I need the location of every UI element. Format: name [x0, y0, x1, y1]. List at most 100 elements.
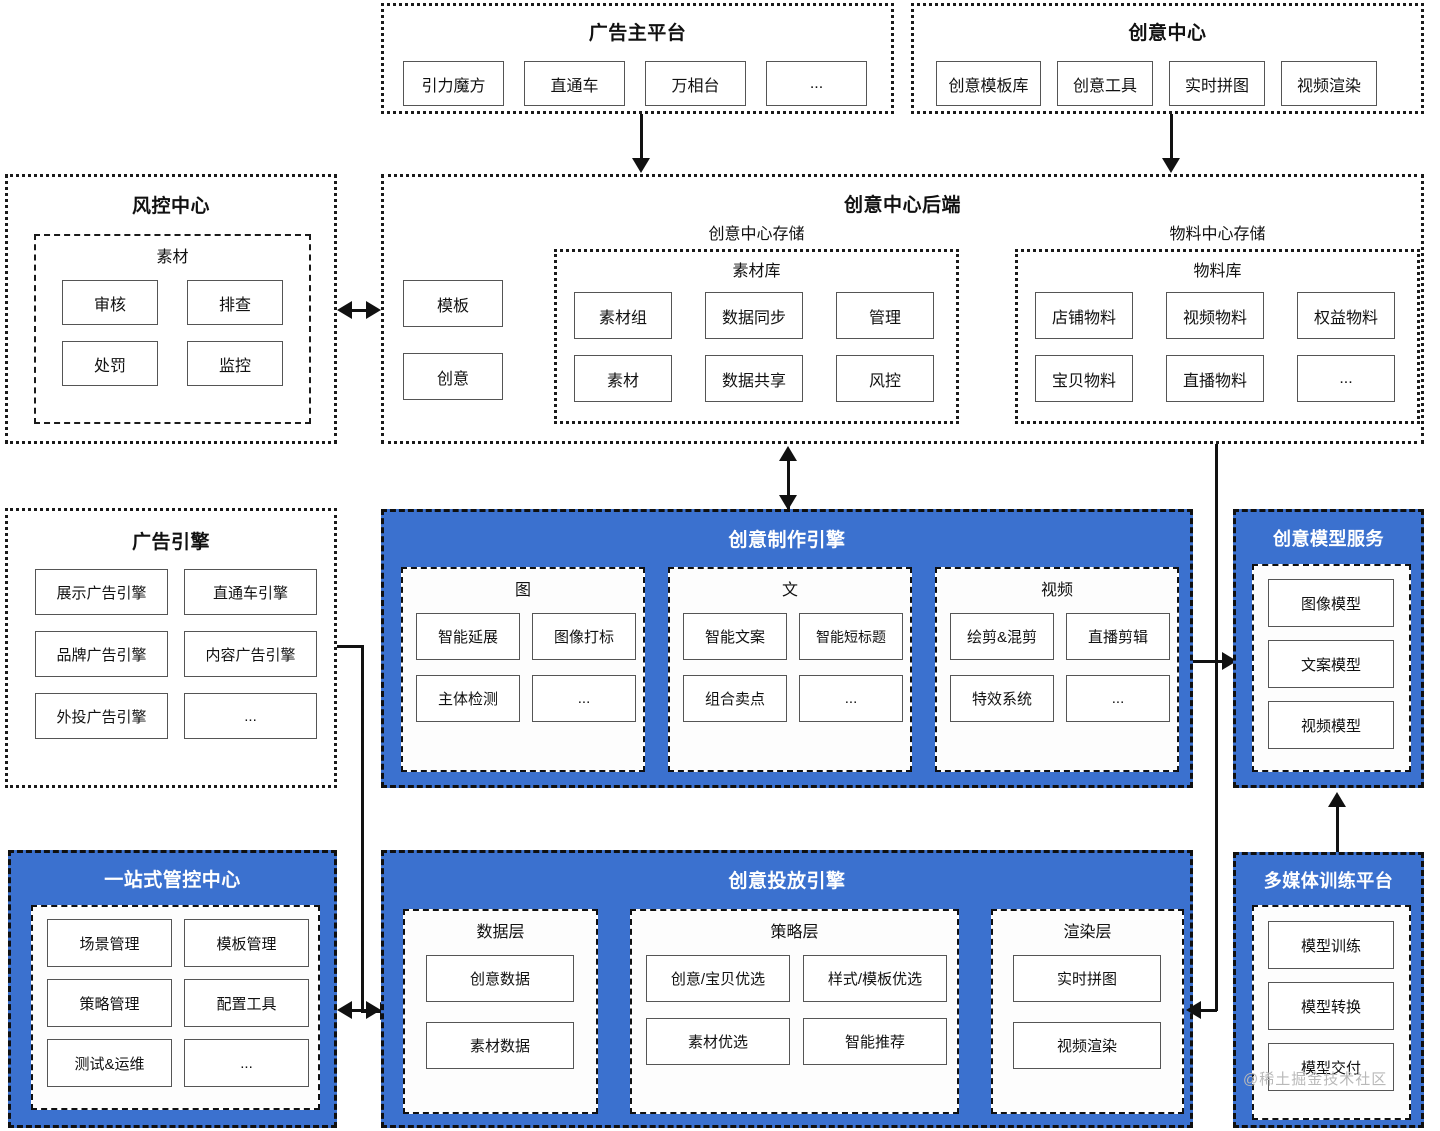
delivery-item[interactable]: 样式/模板优选	[803, 955, 947, 1002]
material-storage-item[interactable]: 直播物料	[1166, 355, 1264, 402]
creative-storage-item[interactable]: 素材	[574, 355, 672, 402]
panel-creative-model-service: 创意模型服务 图像模型 文案模型 视频模型	[1233, 509, 1424, 788]
delivery-item[interactable]: 实时拼图	[1013, 955, 1161, 1002]
delivery-item[interactable]: 创意数据	[426, 955, 574, 1002]
delivery-column-data: 数据层 创意数据 素材数据	[403, 909, 598, 1114]
creative-backend-left-item[interactable]: 创意	[403, 353, 503, 400]
control-center-item[interactable]: 测试&运维	[47, 1039, 172, 1087]
control-center-item[interactable]: 策略管理	[47, 979, 172, 1027]
production-item[interactable]: 绘剪&混剪	[950, 613, 1054, 660]
material-storage-item[interactable]: 视频物料	[1166, 292, 1264, 339]
creative-storage-item[interactable]: 数据同步	[705, 292, 803, 339]
risk-center-item[interactable]: 排查	[187, 280, 283, 325]
creative-storage-item[interactable]: 数据共享	[705, 355, 803, 402]
control-center-item[interactable]: ...	[184, 1039, 309, 1087]
model-service-item[interactable]: 文案模型	[1268, 640, 1394, 688]
material-storage-item[interactable]: 宝贝物料	[1035, 355, 1133, 402]
production-column-image: 图 智能延展 图像打标 主体检测 ...	[401, 567, 645, 772]
ad-engine-item[interactable]: 展示广告引擎	[35, 569, 168, 615]
connector-control-to-delivery	[344, 1009, 374, 1012]
production-item[interactable]: ...	[799, 675, 903, 722]
risk-center-item[interactable]: 处罚	[62, 341, 158, 386]
production-item[interactable]: ...	[532, 675, 636, 722]
production-item[interactable]: 主体检测	[416, 675, 520, 722]
creative-center-item[interactable]: 创意工具	[1057, 61, 1153, 106]
connector-backend-to-production	[787, 452, 790, 509]
group-risk-center: 风控中心 素材 审核 排查 处罚 监控	[5, 174, 337, 444]
group-creative-backend: 创意中心后端 模板 创意 创意中心存储 素材库 素材组 数据同步 管理 素材 数…	[381, 174, 1424, 444]
production-item[interactable]: 智能延展	[416, 613, 520, 660]
connector-right-rail-lower	[1215, 660, 1218, 1011]
watermark: @稀土掘金技术社区	[1243, 1071, 1388, 1088]
material-library-title-2: 物料库	[1193, 263, 1242, 280]
advertiser-platform-item[interactable]: 引力魔方	[403, 61, 504, 106]
risk-center-item[interactable]: 审核	[62, 280, 158, 325]
arrow-training-to-model	[1328, 792, 1346, 807]
creative-storage-item[interactable]: 风控	[836, 355, 934, 402]
arrow-control-to-delivery	[366, 1001, 381, 1019]
connector-training-to-model	[1336, 800, 1339, 852]
panel-creative-production-engine: 创意制作引擎 图 智能延展 图像打标 主体检测 ... 文 智能文案 智能短标题…	[381, 509, 1193, 788]
advertiser-platform-item[interactable]: 万相台	[645, 61, 746, 106]
production-item[interactable]: 图像打标	[532, 613, 636, 660]
production-column-text: 文 智能文案 智能短标题 组合卖点 ...	[668, 567, 912, 772]
connector-production-to-model	[1193, 660, 1226, 663]
delivery-item[interactable]: 创意/宝贝优选	[646, 955, 790, 1002]
creative-delivery-engine-title: 创意投放引擎	[728, 871, 846, 892]
control-center-title: 一站式管控中心	[104, 870, 241, 891]
control-center-item[interactable]: 模板管理	[184, 919, 309, 967]
material-storage-item[interactable]: ...	[1297, 355, 1395, 402]
ad-engine-item[interactable]: ...	[184, 693, 317, 739]
delivery-item[interactable]: 视频渲染	[1013, 1022, 1161, 1069]
delivery-column-render: 渲染层 实时拼图 视频渲染	[991, 909, 1184, 1114]
risk-center-item[interactable]: 监控	[187, 341, 283, 386]
advertiser-platform-item[interactable]: ...	[766, 61, 867, 106]
production-item[interactable]: 组合卖点	[683, 675, 787, 722]
model-service-item[interactable]: 图像模型	[1268, 579, 1394, 627]
production-item[interactable]: 智能短标题	[799, 613, 903, 660]
delivery-item[interactable]: 素材优选	[646, 1018, 790, 1065]
ad-engine-item[interactable]: 外投广告引擎	[35, 693, 168, 739]
risk-center-title: 风控中心	[131, 196, 210, 217]
production-column-video: 视频 绘剪&混剪 直播剪辑 特效系统 ...	[935, 567, 1179, 772]
arrow-backend-to-delivery	[1186, 1001, 1201, 1019]
training-platform-item[interactable]: 模型转换	[1268, 982, 1394, 1030]
control-center-inner: 场景管理 模板管理 策略管理 配置工具 测试&运维 ...	[31, 905, 320, 1110]
creative-center-item[interactable]: 实时拼图	[1169, 61, 1265, 106]
ad-engine-item[interactable]: 品牌广告引擎	[35, 631, 168, 677]
training-platform-item[interactable]: 模型训练	[1268, 921, 1394, 969]
creative-storage-item[interactable]: 素材组	[574, 292, 672, 339]
delivery-item[interactable]: 素材数据	[426, 1022, 574, 1069]
delivery-column-title: 数据层	[476, 924, 525, 941]
arrow-delivery-to-control	[337, 1001, 352, 1019]
creative-production-engine-title: 创意制作引擎	[728, 530, 846, 551]
ad-engine-item[interactable]: 直通车引擎	[184, 569, 317, 615]
delivery-column-title: 渲染层	[1063, 924, 1112, 941]
creative-backend-left-item[interactable]: 模板	[403, 280, 503, 327]
arrow-risk-to-backend	[366, 301, 381, 319]
risk-center-material-title: 素材	[156, 249, 189, 266]
advertiser-platform-item[interactable]: 直通车	[524, 61, 625, 106]
connector-backend-down-right	[1215, 444, 1218, 662]
material-storage-item[interactable]: 店铺物料	[1035, 292, 1133, 339]
control-center-item[interactable]: 场景管理	[47, 919, 172, 967]
connector-advertiser-to-backend	[640, 114, 643, 164]
creative-center-item[interactable]: 视频渲染	[1281, 61, 1377, 106]
model-service-item[interactable]: 视频模型	[1268, 701, 1394, 749]
production-item[interactable]: 智能文案	[683, 613, 787, 660]
connector-adengine-down	[361, 645, 364, 1012]
material-storage-item[interactable]: 权益物料	[1297, 292, 1395, 339]
delivery-item[interactable]: 智能推荐	[803, 1018, 947, 1065]
ad-engine-item[interactable]: 内容广告引擎	[184, 631, 317, 677]
production-item[interactable]: 直播剪辑	[1066, 613, 1170, 660]
production-item[interactable]: ...	[1066, 675, 1170, 722]
control-center-item[interactable]: 配置工具	[184, 979, 309, 1027]
production-item[interactable]: 特效系统	[950, 675, 1054, 722]
group-creative-center: 创意中心 创意模板库 创意工具 实时拼图 视频渲染	[911, 3, 1424, 114]
creative-center-item[interactable]: 创意模板库	[936, 61, 1041, 106]
connector-adengine-out	[337, 645, 364, 648]
material-library-title: 素材库	[732, 263, 781, 280]
training-platform-item[interactable]: 模型交付	[1268, 1043, 1394, 1091]
creative-storage-item[interactable]: 管理	[836, 292, 934, 339]
